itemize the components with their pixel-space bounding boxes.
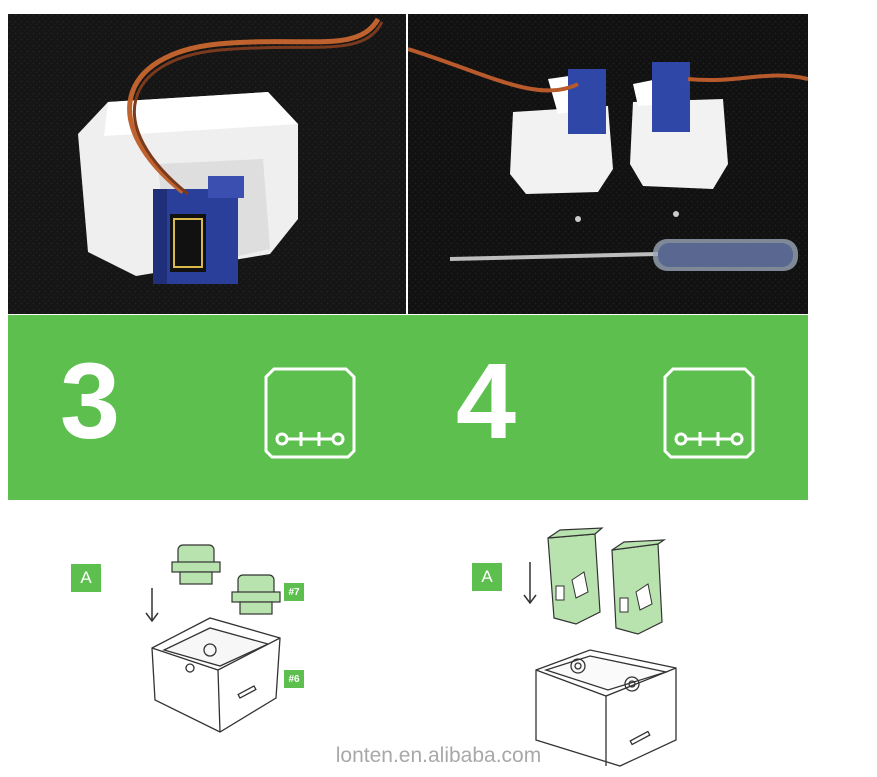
photo-servo-bracket [8, 14, 406, 314]
watermark-text: lonten.en.alibaba.com [335, 744, 542, 767]
step4-sub-a-label: A [472, 563, 502, 591]
part-7-label: #7 [284, 583, 304, 601]
photo-servo-holders-screwdriver [408, 14, 808, 314]
step3-assembly-diagram [40, 520, 340, 777]
step3-sub-a-label: A [71, 564, 101, 592]
step-header-band: 3 4 [8, 315, 808, 500]
step4-assembly-diagram [450, 520, 750, 777]
step-number-4: 4 [456, 340, 517, 461]
otto-robot-icon [264, 367, 356, 459]
step-number-3: 3 [60, 340, 121, 461]
otto-robot-icon [663, 367, 755, 459]
part-6-label: #6 [284, 670, 304, 688]
